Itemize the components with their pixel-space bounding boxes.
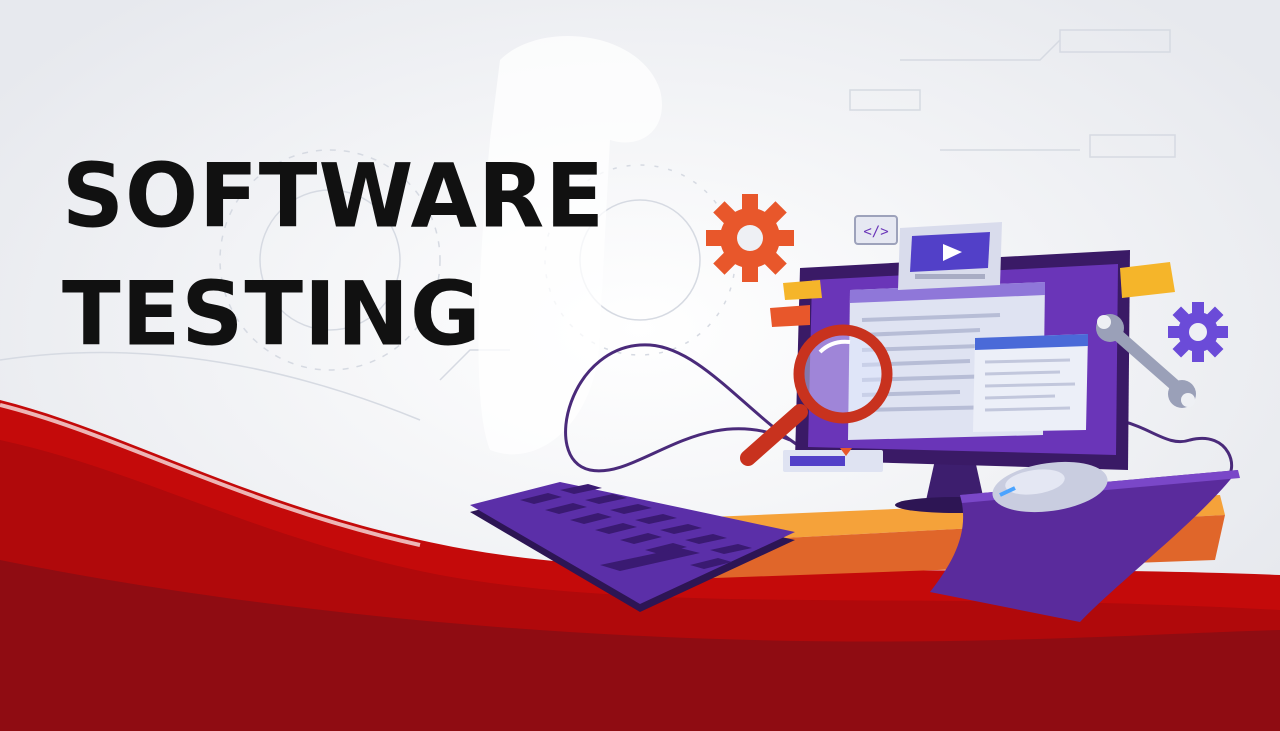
headline: SOFTWARE TESTING	[62, 136, 605, 372]
progress-bar	[783, 448, 883, 472]
wrench-icon	[1096, 314, 1196, 408]
svg-text:</>: </>	[863, 224, 888, 240]
magnifier-icon	[740, 324, 893, 466]
gear-icon	[1168, 302, 1228, 362]
gear-icon	[706, 194, 794, 282]
keyboard-icon	[470, 482, 795, 612]
headline-line-1: SOFTWARE	[62, 145, 605, 249]
code-tag-icon: </>	[854, 215, 898, 245]
headline-line-2: TESTING	[62, 263, 482, 367]
play-icon	[943, 244, 962, 261]
monitor	[795, 250, 1130, 470]
cable	[564, 343, 871, 473]
mouse-icon	[992, 461, 1108, 513]
video-window	[898, 222, 1002, 290]
